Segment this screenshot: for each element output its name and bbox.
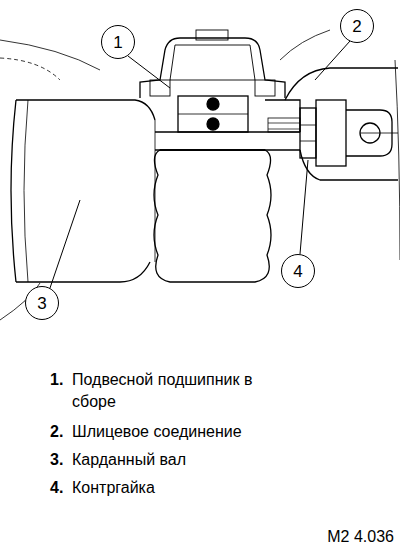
callout-circle: 2: [340, 9, 374, 43]
list-number: 3.: [50, 449, 72, 471]
part-name: Шлицевое соединение: [72, 421, 372, 443]
callout-number: 4: [293, 263, 302, 280]
list-number: 1.: [50, 369, 72, 391]
callout-circle: 4: [281, 254, 315, 288]
leader-lines: [50, 41, 350, 288]
callout-number: 1: [113, 34, 122, 51]
callout-circle: 3: [25, 286, 59, 320]
part-name: Карданный вал: [72, 449, 372, 471]
part-name: Контргайка: [72, 477, 372, 499]
callout-number: 3: [37, 295, 46, 312]
list-number: 2.: [50, 421, 72, 443]
part-name: Подвесной подшипник в сборе: [72, 369, 277, 413]
callout-number: 2: [352, 18, 361, 35]
callout-circle: 1: [101, 25, 135, 59]
list-number: 4.: [50, 477, 72, 499]
figure-code: M2 4.036: [250, 526, 394, 548]
